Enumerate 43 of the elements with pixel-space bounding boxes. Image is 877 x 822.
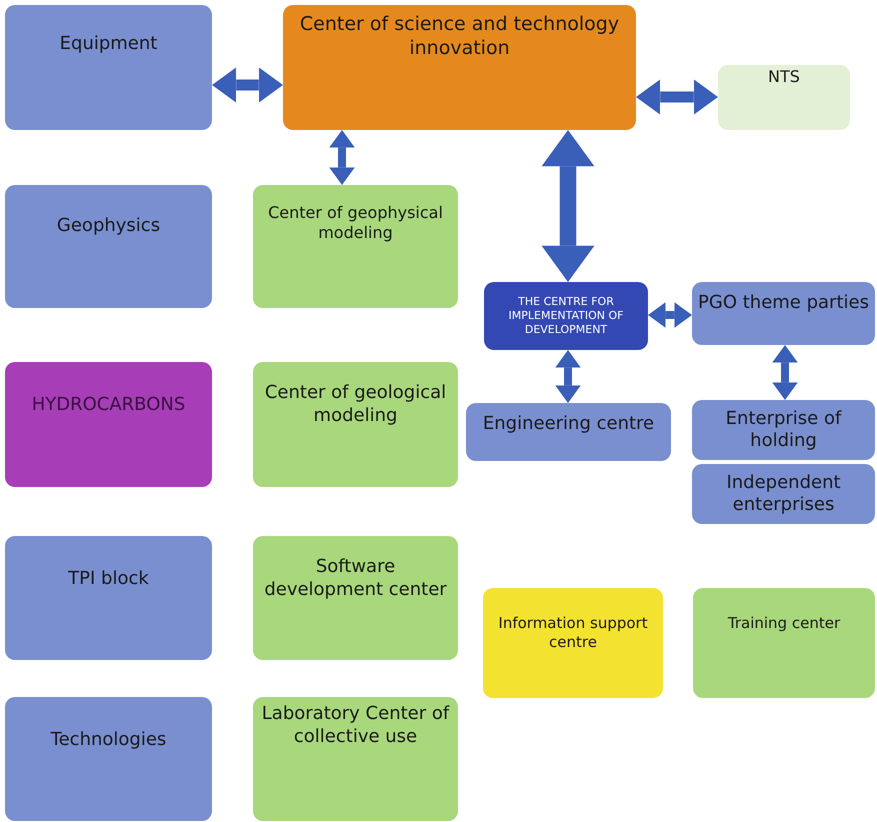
box-label: Equipment	[60, 33, 158, 56]
process-box	[253, 697, 458, 821]
process-box	[466, 403, 671, 461]
box-label: Center of science and technology innovation	[298, 13, 620, 60]
process-box	[692, 282, 875, 345]
box-label: NTS	[768, 67, 800, 87]
box-label: Center of geological modeling	[264, 382, 448, 427]
process-box	[253, 362, 458, 487]
process-box	[283, 5, 636, 130]
double-arrow	[772, 345, 798, 400]
box-label: Enterprise of holding	[724, 408, 843, 452]
process-box	[5, 185, 212, 308]
double-arrow	[555, 350, 581, 403]
process-box	[5, 536, 212, 660]
double-arrow	[636, 79, 718, 115]
process-box	[718, 65, 850, 130]
box-label: Information support centre	[497, 614, 649, 652]
process-box	[253, 536, 458, 660]
process-box	[5, 5, 212, 130]
box-label: Technologies	[50, 729, 166, 752]
process-box	[5, 697, 212, 821]
box-label: PGO theme parties	[698, 292, 869, 314]
process-box	[483, 588, 663, 698]
double-arrow	[648, 302, 692, 328]
box-label: Geophysics	[56, 215, 160, 238]
box-label: Laboratory Center of collective use	[260, 703, 450, 748]
box-label: Training center	[728, 614, 840, 633]
box-label: TPI block	[68, 568, 149, 590]
process-box	[692, 400, 875, 460]
process-box	[692, 464, 875, 524]
box-label: Independent enterprises	[725, 472, 842, 516]
double-arrow	[542, 130, 594, 282]
box-label: Center of geophysical modeling	[267, 203, 444, 243]
process-box	[484, 282, 648, 350]
process-box	[5, 362, 212, 487]
box-label: Software development center	[263, 556, 448, 601]
box-label: THE CENTRE FOR IMPLEMENTATION OF DEVELOPMENT	[508, 295, 624, 337]
process-box	[253, 185, 458, 308]
box-label: HYDROCARBONS	[32, 394, 186, 416]
box-label: Engineering centre	[482, 413, 654, 436]
double-arrow	[212, 67, 283, 103]
double-arrow	[329, 130, 355, 185]
process-box	[693, 588, 875, 698]
